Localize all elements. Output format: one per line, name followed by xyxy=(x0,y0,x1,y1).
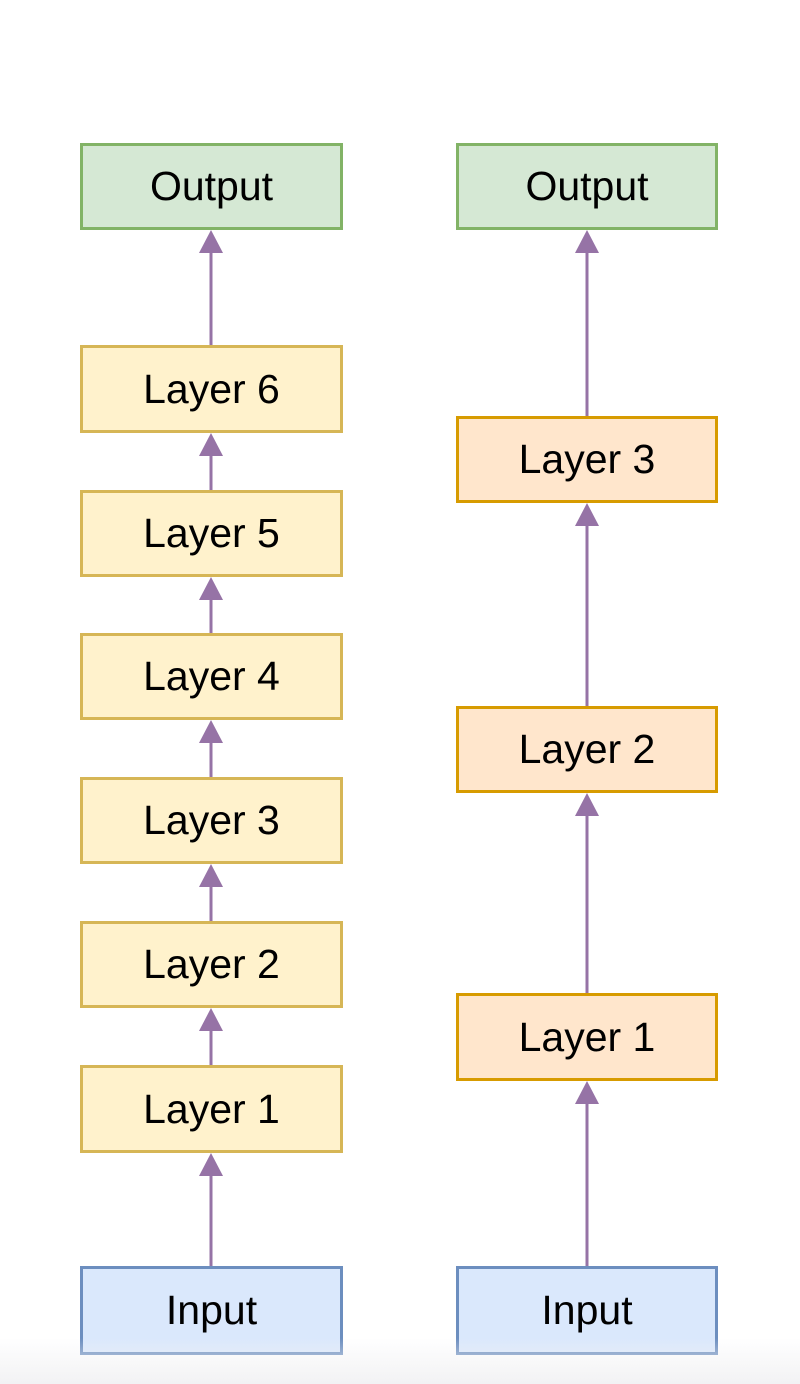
node-left-layer2: Layer 2 xyxy=(80,921,343,1008)
node-right-input: Input xyxy=(456,1266,718,1355)
node-right-output: Output xyxy=(456,143,718,230)
node-left-input: Input xyxy=(80,1266,343,1355)
node-left-layer5: Layer 5 xyxy=(80,490,343,577)
node-left-output: Output xyxy=(80,143,343,230)
node-left-layer6: Layer 6 xyxy=(80,345,343,433)
node-right-layer1: Layer 1 xyxy=(456,993,718,1081)
arrow-right-layer1-to-layer2 xyxy=(574,793,600,993)
node-right-layer3: Layer 3 xyxy=(456,416,718,503)
arrow-left-layer6-to-output xyxy=(198,230,224,345)
node-left-layer3: Layer 3 xyxy=(80,777,343,864)
arrow-right-layer3-to-output xyxy=(574,230,600,416)
node-right-layer2: Layer 2 xyxy=(456,706,718,793)
arrow-left-layer2-to-layer3 xyxy=(198,864,224,921)
arrow-left-layer5-to-layer6 xyxy=(198,433,224,490)
arrow-left-input-to-layer1 xyxy=(198,1153,224,1266)
node-left-layer1: Layer 1 xyxy=(80,1065,343,1153)
arrow-right-layer2-to-layer3 xyxy=(574,503,600,706)
node-left-layer4: Layer 4 xyxy=(80,633,343,720)
arrow-right-input-to-layer1 xyxy=(574,1081,600,1266)
arrow-left-layer3-to-layer4 xyxy=(198,720,224,777)
arrow-left-layer1-to-layer2 xyxy=(198,1008,224,1065)
arrow-left-layer4-to-layer5 xyxy=(198,577,224,633)
